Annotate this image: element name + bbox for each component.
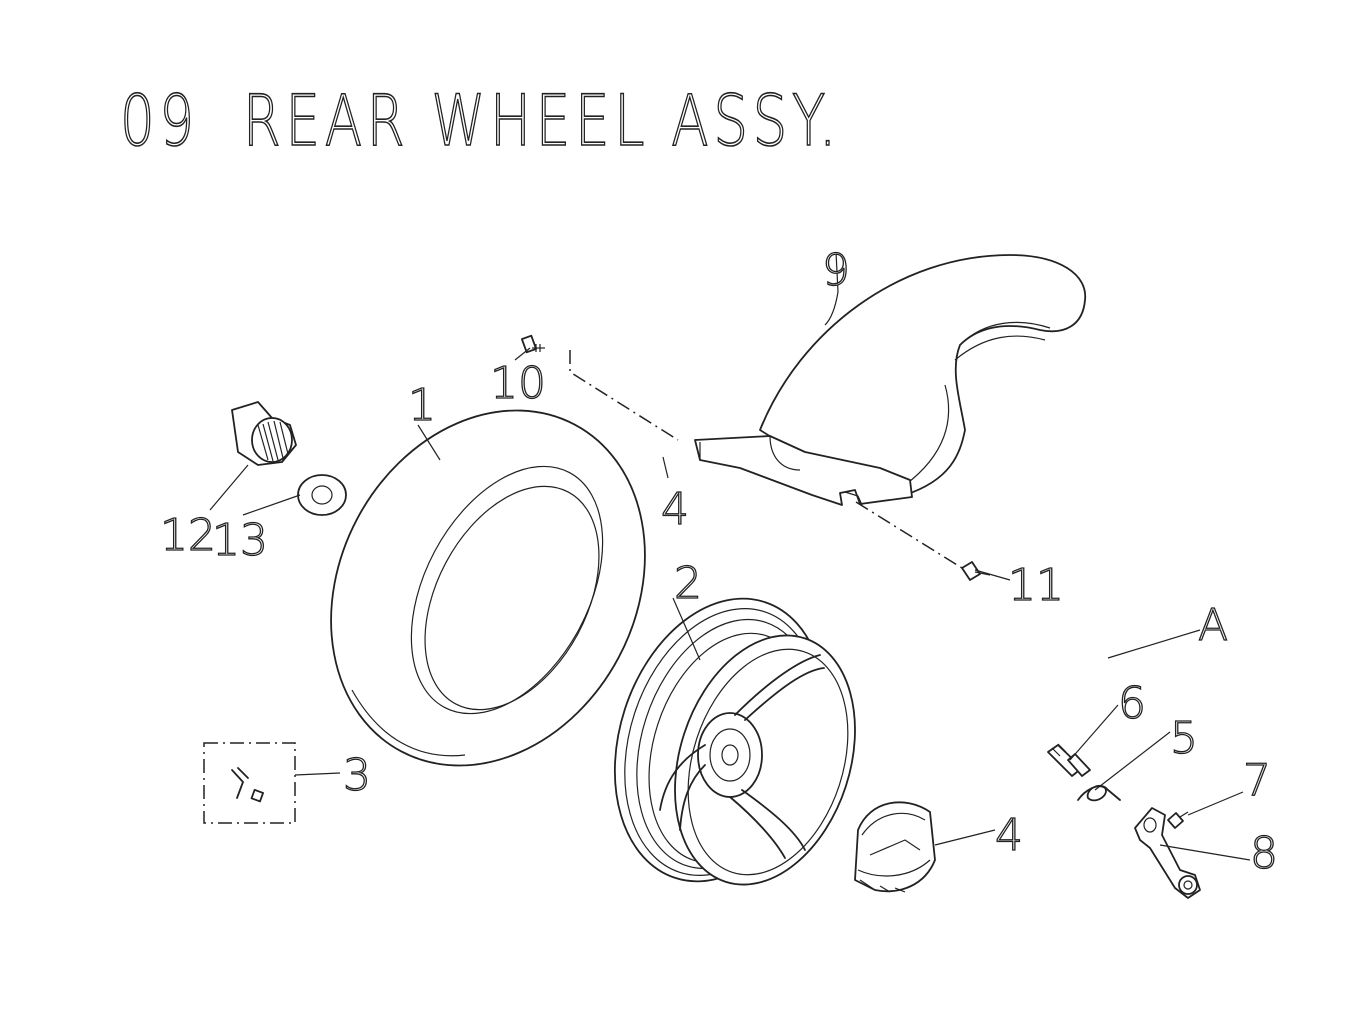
fender-bolt-top — [521, 334, 545, 354]
brake-cam-shaft — [1047, 743, 1091, 777]
callout-A: A — [1198, 600, 1228, 651]
callout-1: 1 — [408, 380, 436, 431]
callout-7: 7 — [1243, 755, 1271, 806]
callout-2: 2 — [674, 558, 702, 609]
axle-nut — [231, 401, 297, 466]
callout-labels: 1 2 3 4 4 5 6 7 8 9 10 11 12 13 A — [159, 244, 1278, 879]
callout-12: 12 — [160, 510, 216, 561]
callout-11: 11 — [1008, 560, 1064, 611]
rear-fender — [694, 254, 1086, 506]
valve-box — [203, 742, 296, 824]
callout-5: 5 — [1170, 713, 1198, 764]
callout-4-top: 4 — [661, 484, 689, 535]
callout-13: 13 — [212, 515, 268, 566]
leader-lines — [209, 251, 1251, 861]
return-spring — [1077, 785, 1121, 802]
callout-3: 3 — [343, 750, 371, 801]
washer — [297, 474, 347, 516]
fender-bolt-bottom — [961, 561, 991, 581]
callout-10: 10 — [490, 358, 546, 409]
tire — [330, 409, 646, 767]
brake-shoe — [854, 801, 936, 893]
callout-9: 9 — [822, 245, 850, 296]
callout-6: 6 — [1118, 678, 1146, 729]
callout-4-bottom: 4 — [995, 810, 1023, 861]
page-title: 09 REAR WHEEL ASSY. — [119, 79, 842, 163]
brake-arm — [1134, 807, 1201, 899]
wheel-rim — [613, 597, 856, 886]
callout-8: 8 — [1250, 828, 1278, 879]
lever-screw — [1167, 811, 1189, 829]
